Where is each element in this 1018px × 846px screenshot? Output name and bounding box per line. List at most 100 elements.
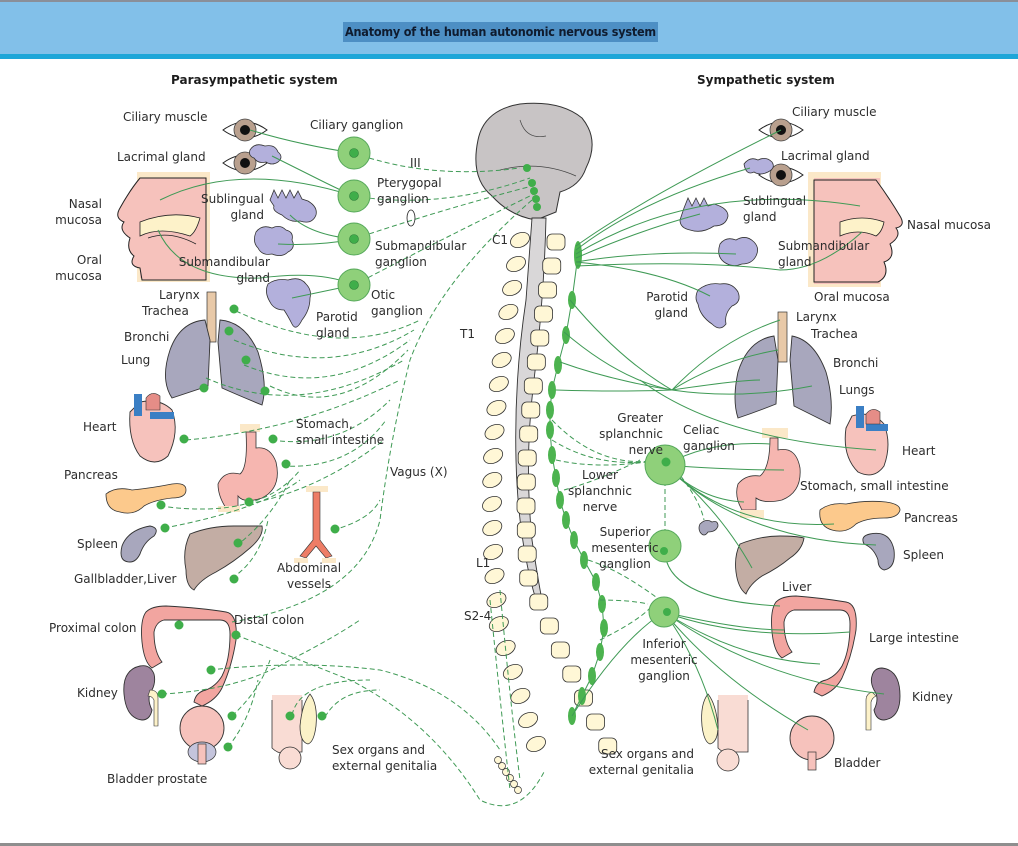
symp-liver-shape bbox=[735, 535, 805, 595]
symp-label-oral-mucosa: Oral mucosa bbox=[814, 290, 890, 304]
para-eye-ciliary bbox=[222, 118, 268, 142]
coccyx-segment bbox=[506, 774, 514, 782]
chain-ganglion bbox=[562, 511, 570, 529]
para-label-bladder-prostate: Bladder prostate bbox=[107, 772, 208, 786]
sympathetic-chain bbox=[546, 241, 608, 725]
symp-spleen-shape bbox=[862, 532, 895, 571]
para-spleen-shape bbox=[120, 525, 157, 563]
para-label-nasal-mucosa: Nasal mucosa bbox=[55, 197, 102, 227]
window-top-border bbox=[0, 0, 1018, 2]
para-submandibular-ganglion-node bbox=[337, 222, 371, 256]
cranial-nerve-loop bbox=[406, 209, 416, 227]
vertebra-body bbox=[542, 257, 562, 275]
sympathetic-heading: Sympathetic system bbox=[697, 73, 835, 87]
chain-ganglion bbox=[552, 469, 560, 487]
vertebra-left bbox=[486, 399, 507, 417]
para-label-sex-organs: Sex organs and external genitalia bbox=[332, 743, 438, 773]
chain-ganglion bbox=[574, 241, 582, 269]
inferior-mesenteric-ganglion-node bbox=[648, 596, 680, 628]
para-label-gallbladder-liver: Gallbladder,Liver bbox=[74, 572, 177, 586]
vertebra-body bbox=[516, 497, 536, 515]
vertebra-left bbox=[486, 591, 507, 609]
para-label-kidney: Kidney bbox=[77, 686, 118, 700]
para-label-spleen: Spleen bbox=[77, 537, 118, 551]
para-label-lung: Lung bbox=[121, 353, 151, 367]
vertebra-left bbox=[482, 471, 503, 489]
symp-label-sublingual-gland: Sublingual gland bbox=[743, 194, 807, 224]
symp-label-stomach: Stomach, small intestine bbox=[800, 479, 949, 493]
vertebra-left bbox=[510, 687, 531, 705]
para-label-oral-mucosa: Oral mucosa bbox=[55, 253, 102, 283]
symp-label-larynx: Larynx bbox=[796, 310, 837, 324]
symp-label-greater-splanchnic-nerve: Greater splanchnic nerve bbox=[599, 411, 663, 457]
symp-label-ciliary-muscle: Ciliary muscle bbox=[792, 105, 877, 119]
chain-ganglion bbox=[548, 381, 556, 399]
symp-label-large-intestine: Large intestine bbox=[869, 631, 959, 645]
para-label-trachea: Trachea bbox=[142, 304, 189, 318]
vertebra-left bbox=[483, 447, 504, 465]
parasympathetic-heading: Parasympathetic system bbox=[171, 73, 338, 87]
para-label-submandibular-gland: Submandibular gland bbox=[178, 255, 270, 285]
para-label-pterygopal-ganglion: Pterygopal ganglion bbox=[377, 176, 442, 206]
vertebra-left bbox=[488, 375, 509, 393]
celiac-ganglion-node bbox=[644, 444, 686, 486]
para-label-abdominal-vessels: Abdominal vessels bbox=[276, 561, 342, 591]
header-banner: Anatomy of the human autonomic nervous s… bbox=[0, 2, 1018, 59]
symp-spleen-small-shape bbox=[698, 520, 719, 536]
label-spine-t1: T1 bbox=[460, 327, 475, 341]
vertebra-left bbox=[502, 279, 523, 297]
vertebra-body bbox=[523, 377, 543, 395]
para-abdominal-vessels-shape bbox=[294, 486, 336, 563]
vertebra-left bbox=[498, 303, 519, 321]
para-label-proximal-colon: Proximal colon bbox=[49, 621, 137, 635]
vertebra-left bbox=[510, 231, 530, 249]
para-label-larynx: Larynx bbox=[159, 288, 200, 302]
chain-ganglion bbox=[580, 551, 588, 569]
symp-lacrimal-gland-shape bbox=[743, 158, 774, 175]
vertebra-left bbox=[494, 327, 515, 345]
label-spine-l1: L1 bbox=[476, 556, 491, 570]
coccyx-segment bbox=[494, 756, 502, 764]
chain-ganglion bbox=[578, 687, 586, 705]
ans-diagram bbox=[105, 102, 903, 807]
para-label-bronchi: Bronchi bbox=[124, 330, 170, 344]
page-title: Anatomy of the human autonomic nervous s… bbox=[343, 22, 658, 42]
symp-label-superior-mesenteric-ganglion: Superior mesenteric ganglion bbox=[591, 525, 659, 571]
para-submandibular-gland-shape bbox=[254, 226, 294, 256]
vertebra-body bbox=[539, 617, 559, 635]
symp-label-sex-organs: Sex organs and external genitalia bbox=[588, 747, 694, 777]
vertebra-body bbox=[516, 473, 536, 491]
symp-label-lacrimal-gland: Lacrimal gland bbox=[781, 149, 870, 163]
para-label-pancreas: Pancreas bbox=[64, 468, 118, 482]
chain-ganglion bbox=[588, 667, 596, 685]
para-stomach-shape bbox=[217, 424, 278, 512]
symp-label-heart: Heart bbox=[902, 444, 936, 458]
symp-label-inferior-mesenteric-ganglion: Inferior mesenteric ganglion bbox=[630, 637, 698, 683]
para-sublingual-gland-shape bbox=[269, 189, 317, 223]
label-spine-c1: C1 bbox=[492, 233, 509, 247]
vertebra-left bbox=[491, 351, 512, 369]
chain-ganglion bbox=[598, 595, 606, 613]
vertebra-body bbox=[519, 569, 539, 587]
symp-stomach-shape bbox=[736, 428, 801, 518]
vertebra-body bbox=[526, 353, 546, 371]
symp-label-trachea: Trachea bbox=[811, 327, 858, 341]
chain-ganglion bbox=[546, 421, 554, 439]
para-pterygopal-ganglion-node bbox=[337, 179, 371, 213]
vertebra-body bbox=[516, 521, 536, 539]
symp-kidney-shape bbox=[865, 667, 901, 731]
vertebra-left bbox=[484, 423, 505, 441]
vertebra-body bbox=[517, 545, 537, 563]
para-parotid-gland-shape bbox=[266, 278, 311, 328]
symp-label-bronchi: Bronchi bbox=[833, 356, 879, 370]
vertebra-left bbox=[526, 735, 546, 753]
vertebra-left bbox=[484, 567, 505, 585]
chain-ganglion bbox=[592, 573, 600, 591]
vertebra-body bbox=[550, 641, 570, 659]
vertebra-left bbox=[488, 615, 509, 633]
para-label-heart: Heart bbox=[83, 420, 117, 434]
label-cranial-nerve-iii: III bbox=[410, 156, 421, 170]
symp-pancreas-shape bbox=[819, 500, 901, 532]
para-label-sublingual-gland: Sublingual gland bbox=[200, 192, 264, 222]
vertebra-body bbox=[562, 665, 582, 683]
